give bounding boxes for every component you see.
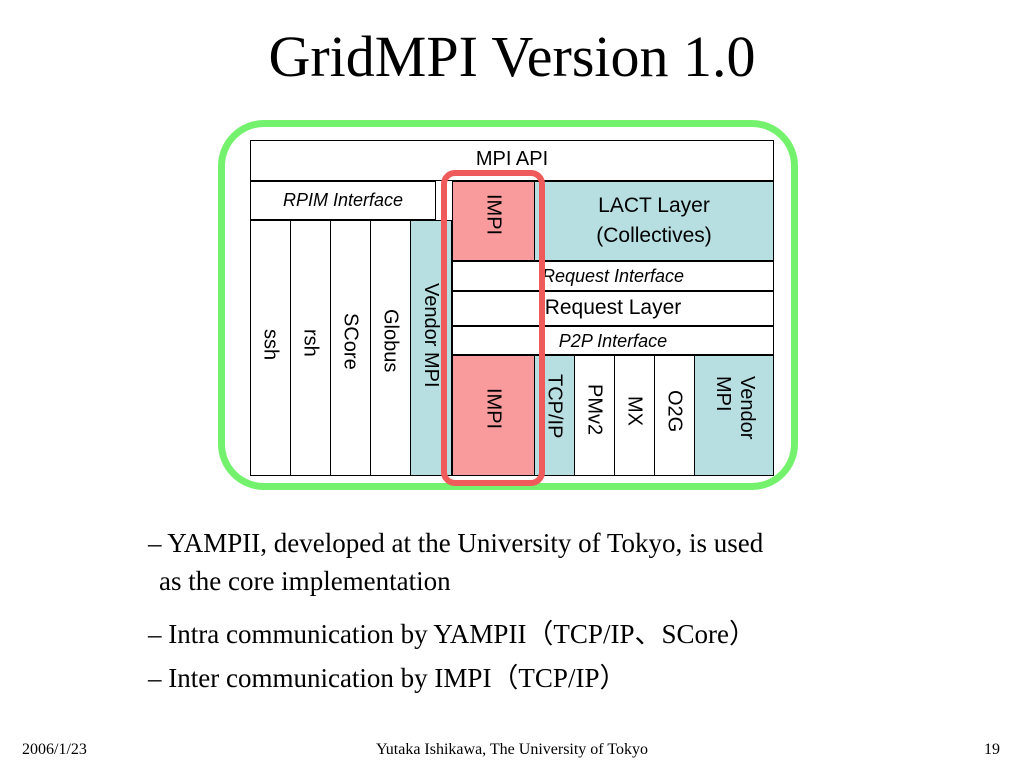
rpim-column-score: SCore — [330, 220, 371, 476]
p2p-column-label: MX — [623, 396, 646, 426]
impi-top-label: IMPI — [482, 194, 505, 236]
lact-title: LACT Layer — [598, 194, 710, 217]
p2p-column-label: TCP/IP — [543, 374, 566, 439]
rpim-column-label: rsh — [299, 329, 322, 357]
footer-author: Yutaka Ishikawa, The University of Tokyo — [375, 741, 648, 758]
rpim-column-globus: Globus — [370, 220, 411, 476]
footer-date: 2006/1/23 — [22, 741, 87, 758]
p2p-column-label: IMPI — [482, 388, 505, 430]
p2p-column-impi: IMPI — [452, 355, 535, 476]
p2p-column-label: PMv2 — [583, 384, 606, 436]
bullet-item: – Intra communication by YAMPII（TCP/IP、S… — [148, 619, 756, 649]
impi-highlight-frame — [441, 170, 545, 486]
bullet-item-continuation: as the core implementation — [159, 566, 451, 596]
p2p-column-label: Vendor MPI — [712, 376, 758, 440]
p2p-column-o2g: O2G — [654, 355, 695, 476]
p2p-column-mx: MX — [614, 355, 655, 476]
slide-title: GridMPI Version 1.0 — [268, 24, 756, 89]
rpim-interface-layer: RPIM Interface — [250, 181, 436, 220]
rpim-column-label: ssh — [259, 329, 282, 361]
p2p-column-vendor-mpi: Vendor MPI — [694, 355, 774, 476]
footer-page-number: 19 — [984, 741, 1000, 758]
rpim-interface-label: RPIM Interface — [282, 190, 404, 210]
rpim-column-ssh: ssh — [250, 220, 291, 476]
gridmpi-frame — [218, 120, 798, 490]
rpim-column-label: Globus — [379, 309, 402, 373]
p2p-column-label: O2G — [663, 390, 686, 433]
request-layer: Request Layer — [452, 291, 774, 326]
bullet-item: – YAMPII, developed at the University of… — [148, 528, 764, 558]
p2p-column-pmv2: PMv2 — [574, 355, 615, 476]
request-interface-layer: Request Interface — [452, 261, 774, 291]
lact-layer: LACT Layer (Collectives) — [534, 181, 774, 261]
p2p-interface-label: P2P Interface — [558, 331, 668, 351]
mpi-api-label: MPI API — [475, 148, 549, 170]
request-interface-label: Request Interface — [541, 266, 685, 286]
rpim-column-label: Vendor MPI — [420, 283, 442, 388]
lact-subtitle: (Collectives) — [596, 224, 712, 247]
bullet-item: – Inter communication by IMPI（TCP/IP） — [148, 663, 627, 693]
request-layer-label: Request Layer — [544, 296, 682, 319]
p2p-interface-layer: P2P Interface — [452, 326, 774, 355]
rpim-column-label: SCore — [339, 313, 362, 370]
rpim-column-rsh: rsh — [290, 220, 331, 476]
